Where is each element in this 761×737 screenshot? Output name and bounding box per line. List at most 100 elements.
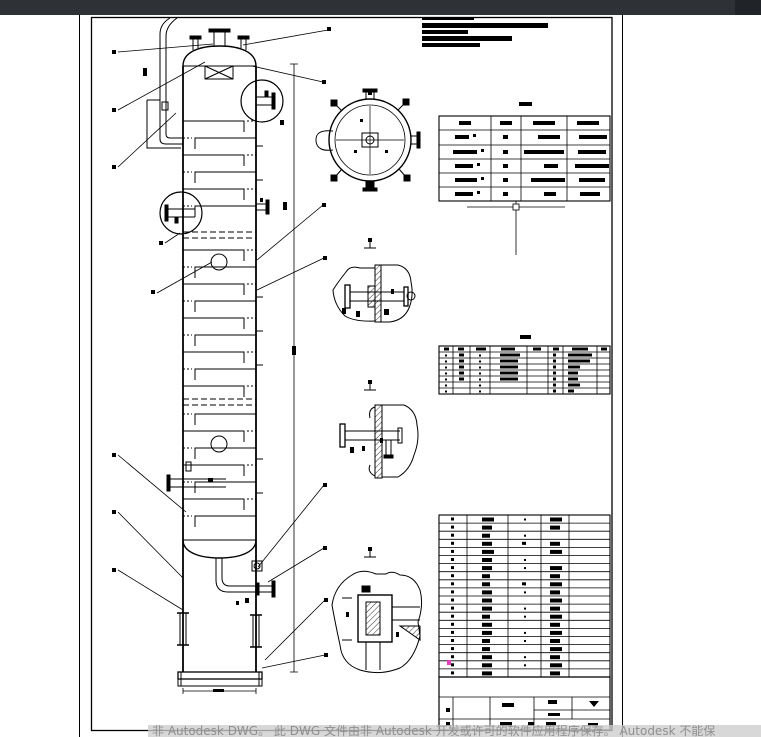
plan-nozzle-top-flange — [362, 88, 378, 93]
text-mark — [482, 574, 490, 579]
plan-bottom-lug — [365, 181, 375, 189]
detail-b-inner-end — [397, 427, 403, 444]
text-mark — [455, 164, 473, 168]
text-mark — [451, 558, 454, 561]
callout-right-nozzle — [256, 96, 272, 106]
text-mark — [500, 371, 518, 375]
detail-a-nozzle — [350, 291, 404, 302]
text-mark — [451, 639, 454, 642]
detail-view-a — [332, 240, 416, 323]
text-mark — [213, 689, 224, 692]
demister-pad — [204, 65, 234, 80]
text-mark — [479, 384, 481, 387]
text-mark — [391, 289, 394, 294]
side-nozzle-right-flange — [265, 199, 270, 215]
plan-centerlines — [336, 106, 404, 174]
technical-table-border — [438, 115, 611, 202]
reflux-pipe-inner — [165, 17, 183, 139]
tray — [194, 447, 256, 459]
text-mark — [550, 598, 562, 603]
tray — [183, 430, 245, 442]
leader-12 — [256, 257, 325, 291]
text-mark — [553, 389, 556, 393]
reboiler-return-nozzle — [251, 560, 263, 572]
text-mark — [451, 590, 454, 594]
text-mark — [482, 533, 490, 538]
plan-shell-inner — [334, 104, 406, 176]
text-mark — [112, 510, 116, 514]
text-mark — [477, 163, 480, 166]
tray — [194, 137, 256, 149]
reflux-pipe-outer — [159, 17, 183, 145]
text-mark — [524, 591, 526, 594]
text-mark — [544, 192, 556, 196]
text-mark — [354, 150, 357, 153]
text-mark — [477, 191, 480, 194]
plan-nozzle-ne-flange — [402, 98, 410, 106]
plan-nozzle-right-flange — [416, 131, 421, 149]
callout-left-nozzle-stub — [174, 216, 179, 224]
text-mark — [500, 377, 518, 381]
text-mark — [572, 347, 588, 351]
text-mark — [501, 347, 515, 351]
detail-a-flange-right — [403, 286, 409, 307]
text-mark — [451, 566, 454, 570]
text-mark — [143, 68, 147, 76]
detail-b-drain — [385, 440, 392, 455]
text-mark — [112, 568, 116, 572]
text-mark — [503, 135, 508, 139]
tray — [194, 300, 256, 312]
text-mark — [112, 108, 116, 112]
detail-a-shell — [374, 264, 382, 323]
text-mark — [550, 517, 562, 522]
anchor-bolts — [180, 672, 260, 686]
title-block — [438, 676, 611, 731]
watermark-text: 非 Autodesk DWG。 此 DWG 文件由非 Autodesk 开发或许… — [152, 725, 716, 737]
text-mark — [112, 165, 116, 169]
text-mark — [451, 549, 454, 553]
manhole-upper — [210, 253, 228, 271]
bottom-outlet-pipe-inner — [221, 558, 256, 587]
top-vapor-nozzle — [213, 32, 226, 46]
text-mark — [422, 30, 468, 34]
text-mark — [368, 380, 372, 384]
tray-stack — [183, 120, 256, 527]
text-mark — [550, 574, 560, 579]
text-mark — [323, 546, 327, 550]
text-mark — [531, 178, 565, 182]
text-mark — [396, 632, 399, 637]
text-mark — [482, 525, 492, 530]
text-mark — [445, 354, 447, 357]
text-mark — [553, 359, 556, 363]
text-mark — [422, 36, 512, 41]
text-mark — [451, 582, 454, 586]
text-mark — [550, 582, 562, 587]
text-mark — [546, 722, 556, 726]
leader-1 — [117, 43, 214, 53]
detail-b-break-left — [368, 406, 376, 477]
leader-5 — [156, 261, 213, 294]
manhole-lower — [210, 435, 228, 453]
reflux-pipe-support — [161, 101, 169, 111]
text-mark — [280, 120, 284, 125]
text-mark — [524, 656, 526, 659]
nozzle-table — [438, 345, 611, 395]
text-mark — [459, 377, 464, 381]
text-mark — [322, 203, 326, 207]
base-ring — [177, 671, 263, 680]
detail-b-nozzle — [345, 430, 400, 441]
text-mark — [524, 615, 526, 618]
drawing-tables — [438, 115, 611, 731]
feed-nozzle-stub — [185, 461, 192, 472]
side-nozzle-right — [256, 203, 266, 211]
detail-c-pipe — [392, 606, 420, 621]
text-mark — [446, 708, 450, 712]
text-mark — [451, 541, 454, 545]
text-mark — [550, 606, 560, 611]
text-mark — [459, 371, 464, 375]
text-mark — [579, 135, 607, 139]
text-mark — [503, 192, 508, 196]
text-mark — [550, 590, 560, 595]
text-mark — [568, 389, 574, 393]
